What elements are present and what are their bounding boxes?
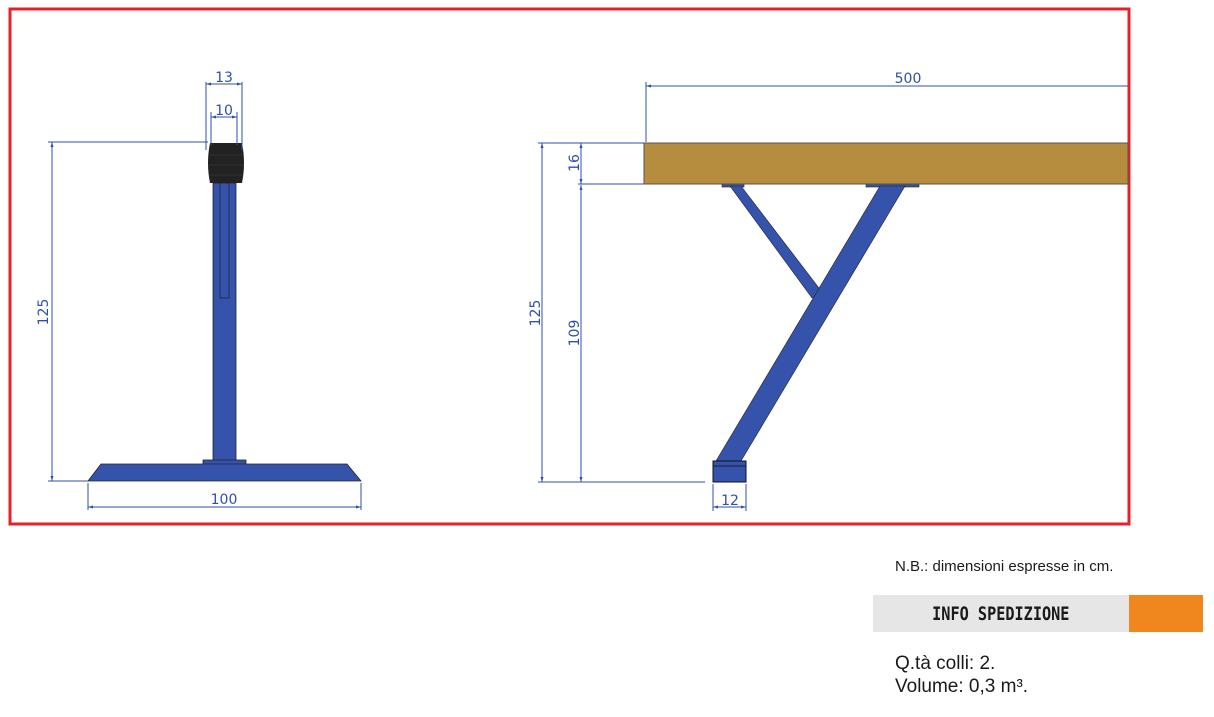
table-top bbox=[643, 142, 1129, 185]
dim-total-height: 125 bbox=[528, 300, 544, 327]
brace bbox=[729, 185, 823, 299]
dim-top-thickness: 16 bbox=[567, 154, 583, 172]
base-plate bbox=[87, 463, 362, 482]
foot bbox=[712, 460, 747, 483]
technical-drawing: 13 10 125 100 500 bbox=[8, 7, 1131, 526]
dim-grip-inner: 10 bbox=[215, 103, 233, 119]
package-count: Q.tà colli: 2. bbox=[895, 653, 996, 674]
dim-grip-outer: 13 bbox=[215, 70, 233, 86]
shipping-accent-block bbox=[1129, 595, 1203, 632]
shipping-info-header: INFO SPEDIZIONE bbox=[873, 595, 1129, 632]
shipping-volume: Volume: 0,3 m³. bbox=[895, 676, 1029, 697]
front-view: 13 10 125 100 bbox=[36, 70, 362, 510]
shipping-details: Q.tà colli: 2. Volume: 0,3 m³. bbox=[895, 652, 1028, 698]
dim-base-width: 100 bbox=[211, 492, 238, 508]
dim-length: 500 bbox=[895, 71, 922, 87]
shipping-info-title: INFO SPEDIZIONE bbox=[932, 602, 1070, 625]
drawing-frame bbox=[8, 7, 1131, 526]
grip bbox=[208, 143, 244, 183]
dim-leg-height: 109 bbox=[567, 320, 583, 347]
dim-front-height: 125 bbox=[36, 299, 52, 326]
units-note: N.B.: dimensioni espresse in cm. bbox=[895, 558, 1114, 575]
post bbox=[212, 182, 237, 462]
side-view: 500 125 16 109 12 bbox=[528, 71, 1129, 511]
dim-foot-width: 12 bbox=[721, 493, 739, 509]
leg bbox=[715, 185, 906, 462]
